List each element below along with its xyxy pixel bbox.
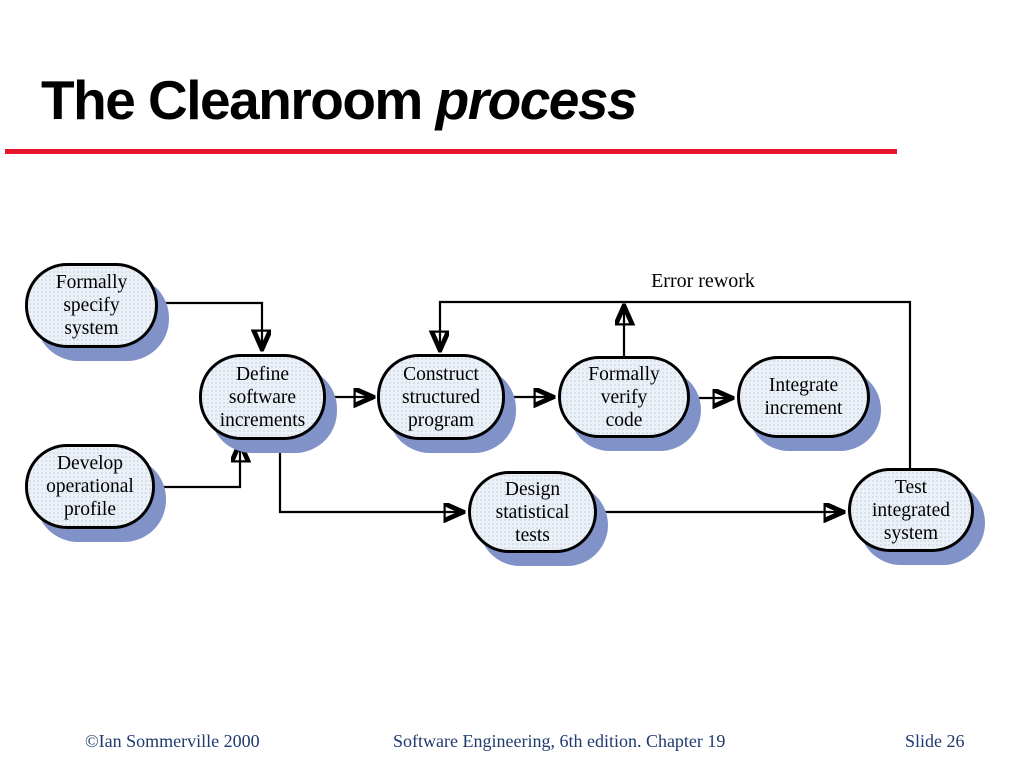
arrow-error-rework-loop — [440, 300, 912, 468]
node-construct-structured-program: Construct structured program — [377, 354, 505, 440]
node-develop-operational-profile: Develop operational profile — [25, 444, 155, 529]
node-integrate-increment: Integrate increment — [737, 356, 870, 438]
arrow-specify-to-define — [158, 301, 262, 348]
page-title-italic: process — [435, 69, 638, 131]
page-title-regular: The Cleanroom — [41, 69, 436, 131]
footer-copyright: ©Ian Sommerville 2000 — [85, 731, 260, 751]
footer-book-reference: Software Engineering, 6th edition. Chapt… — [393, 731, 726, 751]
footer-slide-number: Slide 26 — [905, 731, 965, 751]
page-title: The Cleanroom process — [41, 69, 638, 131]
title-underline-rule — [5, 149, 897, 154]
node-test-integrated-system: Test integrated system — [848, 468, 974, 552]
node-formally-verify-code: Formally verify code — [558, 356, 690, 438]
node-design-statistical-tests: Design statistical tests — [468, 471, 597, 553]
node-formally-specify-system: Formally specify system — [25, 263, 158, 348]
arrow-define-to-tests — [278, 440, 462, 512]
error-rework-label: Error rework — [651, 270, 755, 292]
node-define-software-increments: Define software increments — [199, 354, 326, 440]
arrow-profile-to-define — [154, 444, 240, 489]
